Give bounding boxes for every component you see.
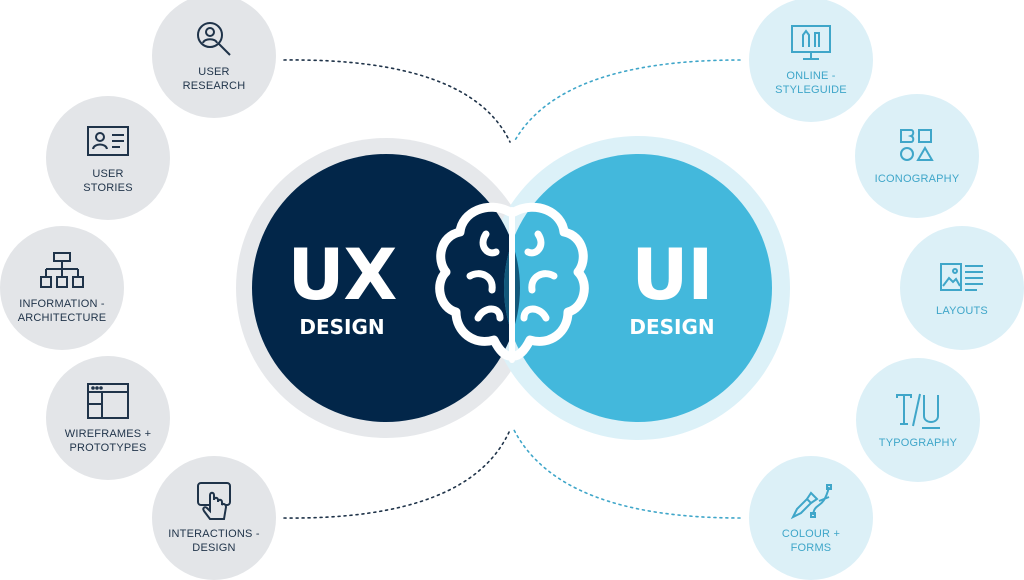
connector-top-right <box>513 59 741 143</box>
bubble-label: LAYOUTS <box>936 305 988 317</box>
connector-top-left <box>283 59 511 143</box>
pen-tools-icon <box>789 481 833 521</box>
ux-circle <box>252 154 520 422</box>
tap-gesture-icon <box>192 481 236 521</box>
bubble-label: TYPOGRAPHY <box>878 437 958 449</box>
bubble-label: ICONOGRAPHY <box>874 173 960 185</box>
layout-icon <box>940 258 984 298</box>
ux-bubble-user-stories: USER STORIES <box>46 96 170 220</box>
browser-window-icon <box>86 381 130 421</box>
brain-icon <box>435 202 589 363</box>
monitor-pens-icon <box>789 23 833 63</box>
ui-bubble-layouts: LAYOUTS <box>900 226 1024 350</box>
ux-bubble-user-research: USER RESEARCH <box>152 0 276 118</box>
id-card-icon <box>86 121 130 161</box>
bubble-label: USER STORIES <box>83 168 133 194</box>
bubble-label: COLOUR + FORMS <box>781 528 841 554</box>
shapes-icon <box>895 126 939 166</box>
ui-bubble-colour-forms: COLOUR + FORMS <box>749 456 873 580</box>
ux-subtitle: DESIGN <box>299 315 385 339</box>
ui-subtitle: DESIGN <box>629 315 715 339</box>
ui-title: UI <box>631 234 714 316</box>
connector-bottom-left <box>283 429 511 519</box>
ui-bubble-typography: TYPOGRAPHY <box>856 358 980 482</box>
user-search-icon <box>192 19 236 59</box>
bubble-label: USER RESEARCH <box>182 66 246 92</box>
connector-bottom-right <box>513 429 741 519</box>
bubble-label: ONLINE - STYLEGUIDE <box>775 70 847 96</box>
type-icon <box>896 390 940 430</box>
sitemap-icon <box>40 251 84 291</box>
ux-bubble-interactions-design: INTERACTIONS - DESIGN <box>152 456 276 580</box>
ui-bubble-online-styleguide: ONLINE - STYLEGUIDE <box>749 0 873 122</box>
ui-bubble-iconography: ICONOGRAPHY <box>855 94 979 218</box>
ux-bubble-information-architecture: INFORMATION - ARCHITECTURE <box>0 226 124 350</box>
ux-bubble-wireframes-prototypes: WIREFRAMES + PROTOTYPES <box>46 356 170 480</box>
bubble-label: WIREFRAMES + PROTOTYPES <box>64 428 152 454</box>
ui-circle <box>504 154 772 422</box>
ux-title: UX <box>287 234 398 316</box>
bubble-label: INFORMATION - ARCHITECTURE <box>17 298 107 324</box>
bubble-label: INTERACTIONS - DESIGN <box>168 528 260 554</box>
